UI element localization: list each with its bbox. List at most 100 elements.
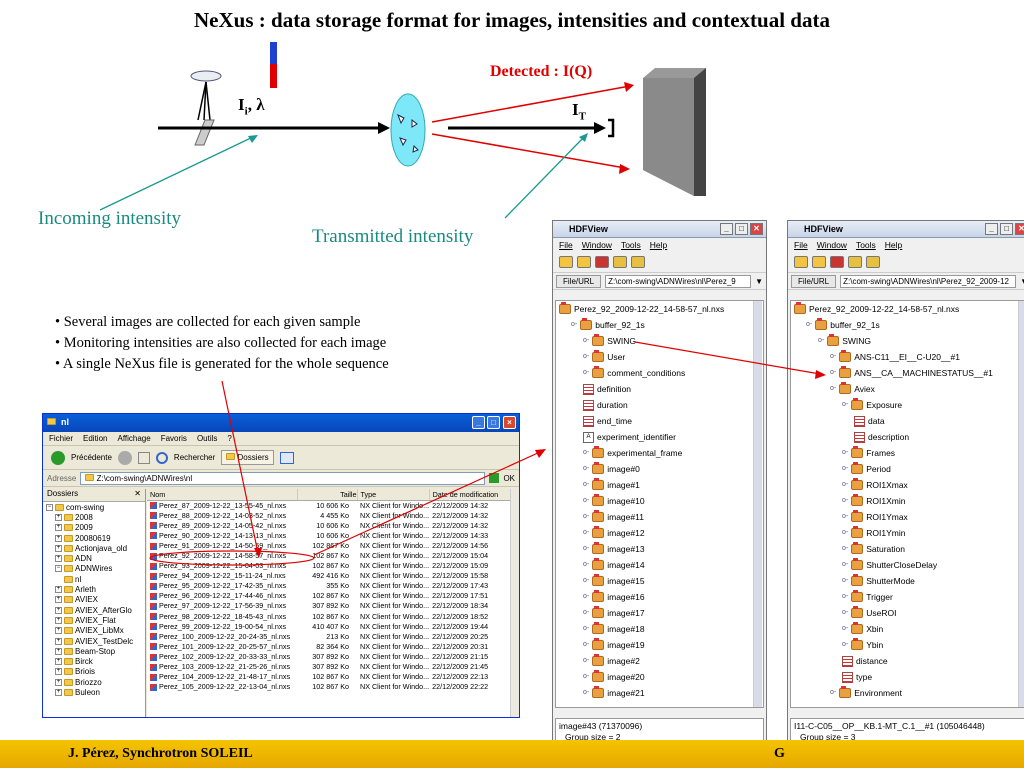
expand-toggle-icon[interactable]: + [55,658,62,666]
tree-handle-icon[interactable]: o- [830,369,837,376]
tree-node[interactable]: o-UseROI [791,605,1024,621]
tree-node[interactable]: o-image#18 [556,621,763,637]
tree-node[interactable]: data [791,413,1024,429]
folder-tree-item[interactable]: +Arleth [43,584,145,594]
tree-node[interactable]: o-Environment [791,685,1024,701]
tree-node[interactable]: duration [556,397,763,413]
folder-tree-item[interactable]: −ADNWires [43,564,145,574]
tree-handle-icon[interactable]: o- [583,545,590,552]
tree-handle-icon[interactable]: o- [842,497,849,504]
tree-node[interactable]: o-ROI1Xmax [791,477,1024,493]
tree-handle-icon[interactable]: o- [842,465,849,472]
tree-node[interactable]: Perez_92_2009-12-22_14-58-57_nl.nxs [791,301,1024,317]
tree-node[interactable]: o-image#14 [556,557,763,573]
tree-handle-icon[interactable]: o- [583,673,590,680]
tree-handle-icon[interactable]: o- [583,609,590,616]
url-label[interactable]: File/URL [556,274,602,288]
forward-icon[interactable] [117,450,132,465]
tree-node[interactable]: o-ShutterMode [791,573,1024,589]
tree-handle-icon[interactable]: o- [830,689,837,696]
tree-handle-icon[interactable]: o- [842,609,849,616]
tree-node[interactable]: o-Trigger [791,589,1024,605]
tree-node[interactable]: o-ShutterCloseDelay [791,557,1024,573]
tree-handle-icon[interactable]: o- [842,641,849,648]
hdfview-titlebar[interactable]: HDFView_□✕ [788,221,1024,238]
expand-toggle-icon[interactable]: + [55,544,62,552]
scrollbar[interactable] [753,301,762,707]
menu-item[interactable]: Help [884,240,903,250]
tree-node[interactable]: o-image#20 [556,669,763,685]
expand-toggle-icon[interactable]: + [55,637,62,645]
tree-node[interactable]: o-experimental_frame [556,445,763,461]
menu-item[interactable]: File [794,240,808,250]
tree-node[interactable]: definition [556,381,763,397]
tree-handle-icon[interactable]: o- [583,353,590,360]
minimize-button[interactable]: _ [472,416,485,429]
tree-handle-icon[interactable]: o- [583,497,590,504]
menu-item[interactable]: Window [581,240,612,250]
expand-toggle-icon[interactable]: + [55,596,62,604]
info-icon[interactable] [613,256,627,268]
menu-item[interactable]: Help [649,240,668,250]
tree-node[interactable]: o-image#17 [556,605,763,621]
menu-item[interactable]: Window [816,240,847,250]
menu-item[interactable]: Affichage [117,434,151,443]
tree-handle-icon[interactable]: o- [806,321,813,328]
url-input[interactable]: Z:\com-swing\ADNWires\nl\Perez_92_2009-1… [840,274,1017,288]
tree-handle-icon[interactable]: o- [583,689,590,696]
folder-tree-item[interactable]: +Briozzo [43,677,145,687]
tree-node[interactable]: o-image#16 [556,589,763,605]
tree-handle-icon[interactable]: o- [842,401,849,408]
tree-handle-icon[interactable]: o- [583,529,590,536]
scrollbar[interactable] [510,489,519,717]
tree-node[interactable]: o-image#19 [556,637,763,653]
folder-tree-item[interactable]: +AVIEX_TestDelc [43,636,145,646]
tree-node[interactable]: o-Saturation [791,541,1024,557]
maximize-button[interactable]: □ [487,416,500,429]
close-icon[interactable]: ✕ [134,489,141,498]
tree-handle-icon[interactable]: o- [842,449,849,456]
tree-node[interactable]: end_time [556,413,763,429]
scrollbar[interactable] [1018,301,1024,707]
tree-handle-icon[interactable]: o- [583,481,590,488]
expand-toggle-icon[interactable]: + [55,627,62,635]
tree-node[interactable]: o-Xbin [791,621,1024,637]
folder-tree-item[interactable]: +Actionjava_old [43,543,145,553]
tree-node[interactable]: o-SWING [556,333,763,349]
folder-icon[interactable] [577,256,591,268]
hdfview-titlebar[interactable]: HDFView_□✕ [553,221,766,238]
tree-handle-icon[interactable]: o- [842,513,849,520]
tree-node[interactable]: o-User [556,349,763,365]
expand-toggle-icon[interactable]: + [55,586,62,594]
folder-tree-item[interactable]: −com-swing [43,502,145,512]
menu-item[interactable]: Outils [196,434,218,443]
tree-node[interactable]: o-Frames [791,445,1024,461]
menu-item[interactable]: Tools [620,240,641,250]
tree-handle-icon[interactable]: o- [842,561,849,568]
chevron-down-icon[interactable]: ▼ [755,276,763,286]
tree-node[interactable]: type [791,669,1024,685]
folder-tree-item[interactable]: +2008 [43,512,145,522]
maximize-button[interactable]: □ [1000,223,1013,235]
maximize-button[interactable]: □ [735,223,748,235]
tree-handle-icon[interactable]: o- [571,321,578,328]
folder-tree-item[interactable]: +AVIEX_LibMx [43,626,145,636]
tree-node[interactable]: distance [791,653,1024,669]
tree-handle-icon[interactable]: o- [842,577,849,584]
folder-tree-item[interactable]: +AVIEX_Flat [43,615,145,625]
tree-node[interactable]: o-ROI1Ymin [791,525,1024,541]
tree-node[interactable]: Perez_92_2009-12-22_14-58-57_nl.nxs [556,301,763,317]
expand-toggle-icon[interactable]: + [55,668,62,676]
tree-node[interactable]: o-ROI1Xmin [791,493,1024,509]
tree-node[interactable]: description [791,429,1024,445]
expand-toggle-icon[interactable]: + [55,534,62,542]
expand-toggle-icon[interactable]: + [55,606,62,614]
